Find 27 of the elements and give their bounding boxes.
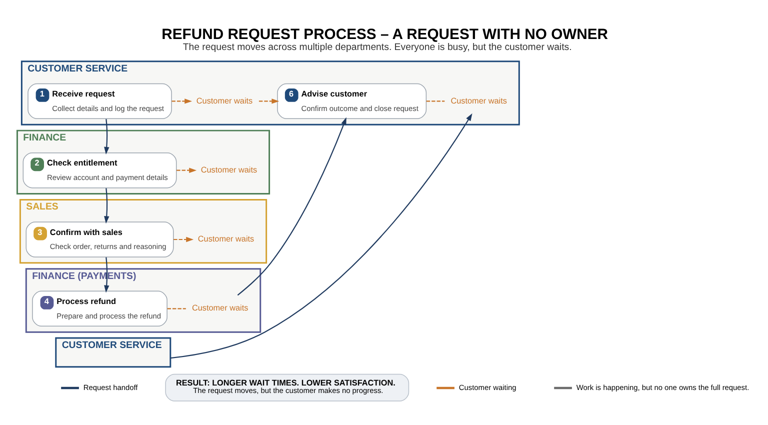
node-text: Customer waits	[198, 234, 254, 244]
connector	[167, 308, 186, 309]
node-box: 4 Process refund Prepare and process the refund	[32, 290, 168, 326]
caption: The request moves across multiple departments. Everyone is busy, but the customer waits.	[182, 41, 572, 52]
arrow	[176, 167, 197, 172]
node-text: Customer waits	[450, 96, 507, 105]
node-box: 3 Confirm with sales Check order, returns and reasoning	[26, 221, 174, 257]
arrow	[174, 236, 194, 242]
arrow	[104, 188, 110, 224]
legend-label: Request handoff	[83, 382, 138, 392]
node-text: Customer waits	[196, 96, 253, 105]
arrow	[170, 112, 472, 358]
node-box: RESULT: LONGER WAIT TIMES. LOWER SATISFACTION. The request moves, but the customer makes no progress.	[165, 373, 410, 401]
node-box: CUSTOMER SERVICE	[55, 336, 172, 368]
node-box: 2 Check entitlement Review account and payment details	[22, 152, 177, 188]
arrow	[237, 116, 346, 296]
arrow	[104, 118, 110, 154]
legend-label: Work is happening, but no one owns the full request.	[576, 382, 750, 392]
node-text: Customer waits	[192, 303, 248, 312]
diagram-title: REFUND REQUEST PROCESS – A REQUEST WITH NO OWNER	[162, 26, 608, 43]
connector	[426, 100, 445, 102]
node-text: Customer waits	[200, 164, 258, 174]
arrow	[172, 98, 192, 104]
node-box: 6 Advise customer Confirm outcome and close request	[277, 82, 427, 119]
legend-label: Customer waiting	[458, 382, 516, 392]
node-box: 1 Receive request Collect details and log the request	[28, 82, 172, 119]
arrow	[258, 98, 280, 104]
